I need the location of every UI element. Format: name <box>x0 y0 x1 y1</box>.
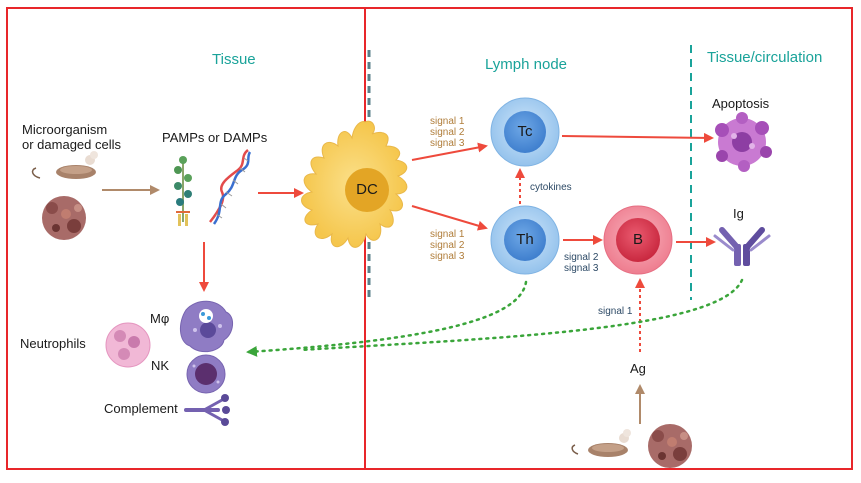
lower-signals: signal 1 signal 2 signal 3 <box>430 229 464 262</box>
pamp-receptor-icon <box>174 156 192 226</box>
upper-signal-2: signal 2 <box>430 127 465 138</box>
upper-signal-1: signal 1 <box>430 116 465 127</box>
lymph-node-header: Lymph node <box>485 56 568 73</box>
dc-to-th-arrow <box>411 205 488 231</box>
microorganism-label-line2: or damaged cells <box>22 137 121 152</box>
lower-signal-1: signal 1 <box>430 229 465 240</box>
b-cell <box>603 205 673 275</box>
macrophage-label: Mφ <box>150 311 170 326</box>
bacterium-icon <box>31 151 98 179</box>
upper-signal-3: signal 3 <box>430 138 465 149</box>
b-label: B <box>632 231 643 248</box>
complement-label: Complement <box>104 401 178 416</box>
th-b-signal-3: signal 3 <box>564 263 599 274</box>
th-feedback-arrow <box>246 280 528 357</box>
tc-to-apoptosis-arrow <box>561 132 714 143</box>
th-b-signals: signal 2 signal 3 <box>564 252 598 274</box>
apoptosis-label: Apoptosis <box>712 96 770 111</box>
microorganism-label-line1: Microorganism <box>22 122 108 137</box>
nk-cell-icon <box>186 354 226 394</box>
apoptotic-cell-icon <box>715 112 772 172</box>
tissue-header: Tissue <box>212 51 256 68</box>
neutrophil-icon <box>105 322 151 368</box>
tissue-circulation-header: Tissue/circulation <box>707 49 823 66</box>
microorganism-label: Microorganism or damaged cells <box>22 122 121 152</box>
dna-icon <box>209 149 252 225</box>
nk-label: NK <box>151 358 170 373</box>
cytokines-label: cytokines <box>530 182 572 193</box>
ag-label: Ag <box>630 361 646 376</box>
damaged-cell-icon <box>42 196 86 240</box>
antibody-icon <box>713 227 771 266</box>
th-cell <box>490 205 560 275</box>
bacterium-icon-bottom <box>571 429 631 457</box>
damaged-cell-icon-bottom <box>648 424 692 468</box>
dendritic-cell <box>301 120 408 248</box>
lower-signal-3: signal 3 <box>430 251 465 262</box>
ag-signal-1: signal 1 <box>598 306 633 317</box>
ig-label: Ig <box>733 206 744 221</box>
upper-signals: signal 1 signal 2 signal 3 <box>430 116 464 149</box>
th-b-signal-2: signal 2 <box>564 252 599 263</box>
pamps-label: PAMPs or DAMPs <box>162 130 268 145</box>
tc-cell <box>490 97 560 167</box>
macrophage-icon <box>180 300 233 353</box>
th-label: Th <box>516 231 534 248</box>
neutrophils-label: Neutrophils <box>20 336 86 351</box>
dc-label: DC <box>356 181 378 198</box>
tc-label: Tc <box>517 123 533 140</box>
complement-icon <box>184 394 230 426</box>
ig-feedback-arrow <box>298 278 744 352</box>
lower-signal-2: signal 2 <box>430 240 465 251</box>
dc-to-tc-arrow <box>411 142 488 161</box>
